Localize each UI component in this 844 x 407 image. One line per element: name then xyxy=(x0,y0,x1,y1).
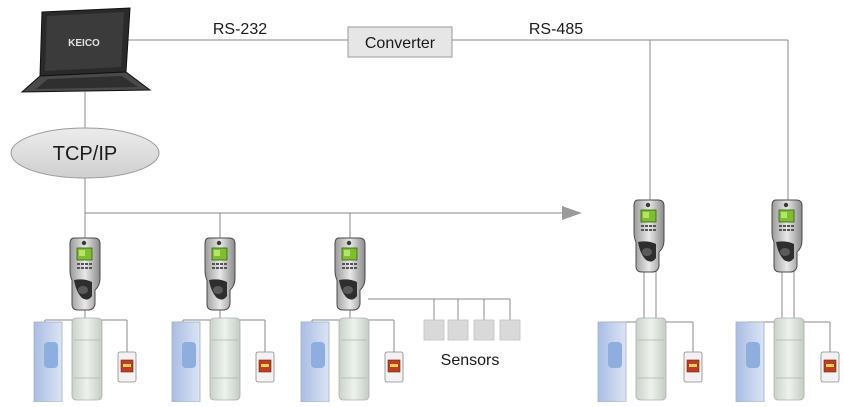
sensors-label: Sensors xyxy=(441,352,500,369)
sensor-box-2 xyxy=(447,319,469,341)
converter-label: Converter xyxy=(365,35,436,52)
exit-button-2 xyxy=(255,351,275,383)
terminal-3 xyxy=(334,237,366,311)
controller-panel-2 xyxy=(209,317,241,401)
terminal-5 xyxy=(771,199,803,273)
door-2 xyxy=(171,321,201,403)
terminal-2 xyxy=(204,237,236,311)
door-1 xyxy=(33,321,63,403)
sensor-box-3 xyxy=(473,319,495,341)
exit-button-1 xyxy=(117,351,137,383)
laptop-icon: KEICO xyxy=(20,7,152,93)
exit-button-4 xyxy=(683,351,703,383)
converter-box xyxy=(347,26,453,58)
door-3 xyxy=(300,321,330,403)
lan-arrow-icon xyxy=(562,206,582,220)
door-5 xyxy=(735,321,765,403)
sensor-box-4 xyxy=(499,319,521,341)
rs485-label: RS-485 xyxy=(529,21,583,38)
controller-panel-3 xyxy=(338,317,370,401)
sensor-box-1 xyxy=(423,319,445,341)
controller-panel-5 xyxy=(773,317,805,401)
tcpip-cloud xyxy=(10,127,160,179)
controller-panel-4 xyxy=(635,317,667,401)
terminal-4 xyxy=(633,199,665,273)
controller-panel-1 xyxy=(71,317,103,401)
rs232-label: RS-232 xyxy=(213,21,267,38)
wiring xyxy=(44,39,831,352)
terminal-1 xyxy=(69,237,101,311)
tcpip-label: TCP/IP xyxy=(53,143,117,165)
exit-button-5 xyxy=(820,351,840,383)
door-4 xyxy=(597,321,627,403)
exit-button-3 xyxy=(384,351,404,383)
laptop-brand-label: KEICO xyxy=(68,38,100,49)
